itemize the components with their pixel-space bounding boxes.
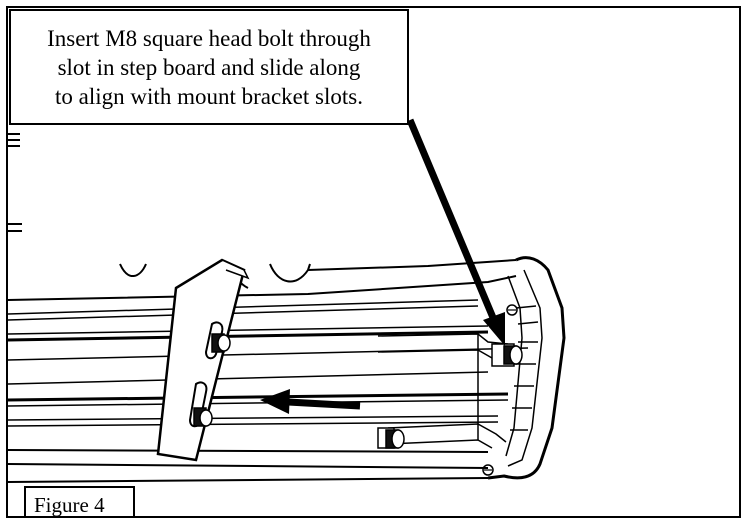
step-board-assembly-drawing: [8, 118, 566, 483]
mount-bracket: [156, 258, 250, 462]
inner-rails: [377, 333, 509, 449]
rail-bolt-lower: [377, 427, 405, 449]
left-arrow-icon: [260, 389, 361, 414]
left-edge-stubs: [8, 133, 22, 232]
figure-frame: Insert M8 square head bolt through slot …: [6, 6, 741, 518]
bolts: [193, 333, 523, 449]
end-bolt-upper: [491, 343, 523, 367]
step-board: [8, 259, 529, 483]
bracket-bolt-lower: [193, 407, 213, 427]
bracket-bolt-upper: [211, 333, 231, 353]
callout-text: Insert M8 square head bolt through slot …: [47, 25, 371, 109]
figure-label-text: Figure 4: [34, 492, 105, 517]
end-cap: [482, 256, 566, 480]
callout-arrow-icon: [406, 118, 505, 346]
instruction-callout: Insert M8 square head bolt through slot …: [9, 9, 409, 125]
upper-bracket-hooks: [119, 263, 311, 289]
figure-label: Figure 4: [24, 486, 135, 517]
